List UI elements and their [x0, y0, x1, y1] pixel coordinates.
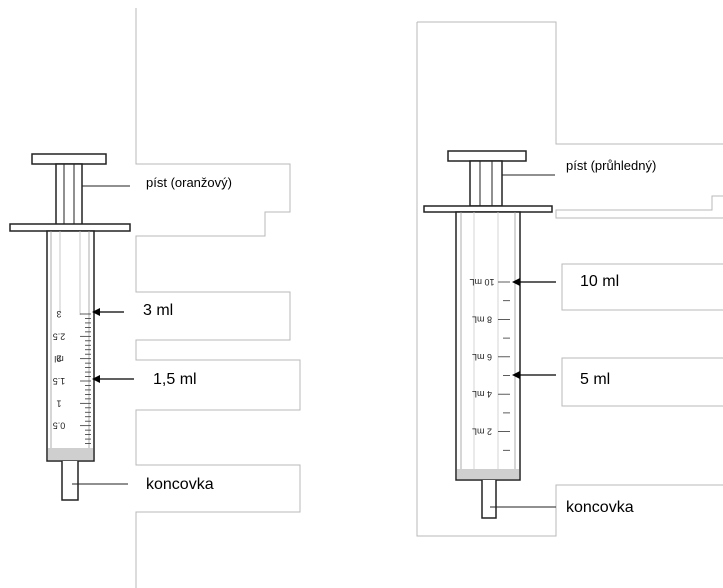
left-tip-label: koncovka — [146, 476, 214, 493]
scale-label: 2 — [56, 354, 61, 364]
left-syringe: 0.5 1 1.5 2 2.5 3 ml — [9, 153, 134, 501]
right-10ml-label: 10 ml — [580, 273, 620, 290]
scale-label: 0.5 — [53, 421, 66, 431]
scale-label: 10 mL — [469, 277, 494, 287]
left-tip — [61, 461, 79, 501]
left-scale-ticks — [80, 313, 91, 444]
left-scale-labels: 0.5 1 1.5 2 2.5 3 — [53, 309, 66, 431]
left-plunger-label: píst (oranžový) — [146, 175, 232, 190]
right-flange — [423, 205, 553, 213]
scale-label: 4 mL — [472, 389, 492, 399]
scale-label: 3 — [56, 309, 61, 319]
left-barrel-bottom — [48, 448, 93, 460]
left-3ml-label: 3 ml — [143, 302, 174, 319]
right-panel-outline — [416, 21, 723, 537]
left-plunger-thumb — [31, 153, 107, 165]
right-plunger-rod — [469, 160, 503, 207]
left-scale-unit: ml — [54, 354, 64, 364]
left-15ml-label: 1,5 ml — [153, 371, 197, 388]
left-flange — [9, 223, 131, 232]
right-scale-ticks — [498, 281, 510, 451]
right-syringe: 2 mL 4 mL 6 mL 8 mL 10 mL — [423, 150, 556, 519]
right-5ml-label: 5 ml — [580, 371, 611, 388]
scale-label: 2 mL — [472, 427, 492, 437]
right-plunger-label: píst (průhledný) — [566, 158, 657, 173]
scale-label: 1 — [56, 398, 61, 408]
right-plunger-thumb — [447, 150, 527, 162]
right-barrel-bottom — [457, 469, 519, 479]
right-tip-label: koncovka — [566, 499, 634, 516]
right-tip — [481, 480, 497, 519]
left-plunger-rod — [55, 163, 83, 226]
scale-label: 8 mL — [472, 314, 492, 324]
right-scale-labels: 2 mL 4 mL 6 mL 8 mL 10 mL — [469, 277, 494, 437]
scale-label: 1.5 — [53, 376, 66, 386]
left-panel-outline — [135, 8, 301, 588]
right-barrel — [455, 211, 521, 481]
scale-label: 2.5 — [53, 331, 66, 341]
scale-label: 6 mL — [472, 352, 492, 362]
